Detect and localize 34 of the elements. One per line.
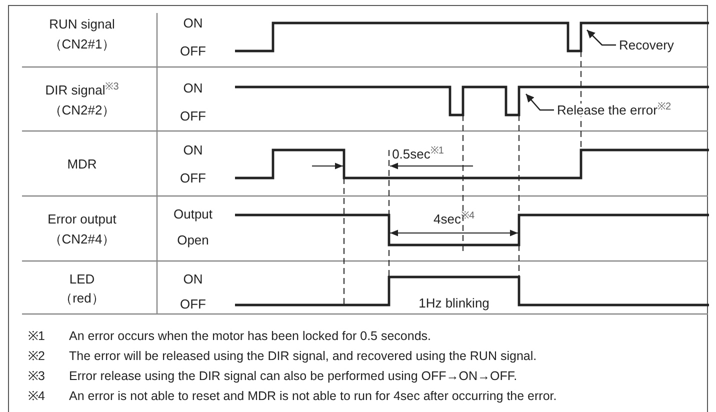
state-label: OFF [180, 298, 206, 310]
footnote-mark: ※1 [28, 330, 45, 342]
annotation-text: Release the error$^{※2}$ [556, 104, 672, 116]
footnote-text: An error is not able to reset and MDR is not able to run for 4sec after occurring the error. [69, 390, 557, 402]
state-label: Open [177, 234, 209, 246]
signal-name: MDR [67, 158, 97, 170]
footnote-text: An error occurs when the motor has been locked for 0.5 seconds. [69, 330, 431, 342]
connector-pin: （red） [60, 292, 104, 304]
state-label: ON [183, 82, 203, 94]
state-label: Output [173, 208, 213, 220]
annotation-text: Recovery [618, 38, 675, 52]
state-label: ON [183, 16, 203, 30]
duration-label: 4sec$^{※4}$ [433, 212, 475, 226]
footnote-mark: ※2 [28, 350, 45, 362]
state-label: ON [183, 272, 203, 286]
connector-pin: （CN2#1） [48, 38, 116, 50]
signal-name: RUN signal [49, 18, 115, 30]
connector-pin: （CN2#4） [48, 232, 116, 246]
state-label: OFF [180, 110, 206, 122]
signal-name: Error output [48, 212, 116, 226]
state-label: OFF [180, 44, 206, 58]
connector-pin: （CN2#2） [48, 104, 116, 116]
signal-name: DIR signal$^{※3}$ [45, 84, 119, 96]
footnote-text: Error release using the DIR signal can also be performed using OFF→ON→OFF. [69, 370, 518, 382]
footnote-mark: ※3 [28, 370, 45, 382]
state-note: 1Hz blinking [418, 296, 490, 310]
leader-line [586, 30, 616, 46]
signal-name: LED [69, 272, 95, 286]
footnote-text: The error will be released using the DIR signal, and recovered using the RUN signal. [69, 350, 537, 362]
state-label: OFF [180, 172, 206, 184]
duration-label: 0.5sec$^{※1}$ [392, 148, 444, 160]
footnote-mark: ※4 [28, 390, 45, 402]
leader-line [526, 94, 554, 111]
state-label: ON [183, 144, 203, 156]
